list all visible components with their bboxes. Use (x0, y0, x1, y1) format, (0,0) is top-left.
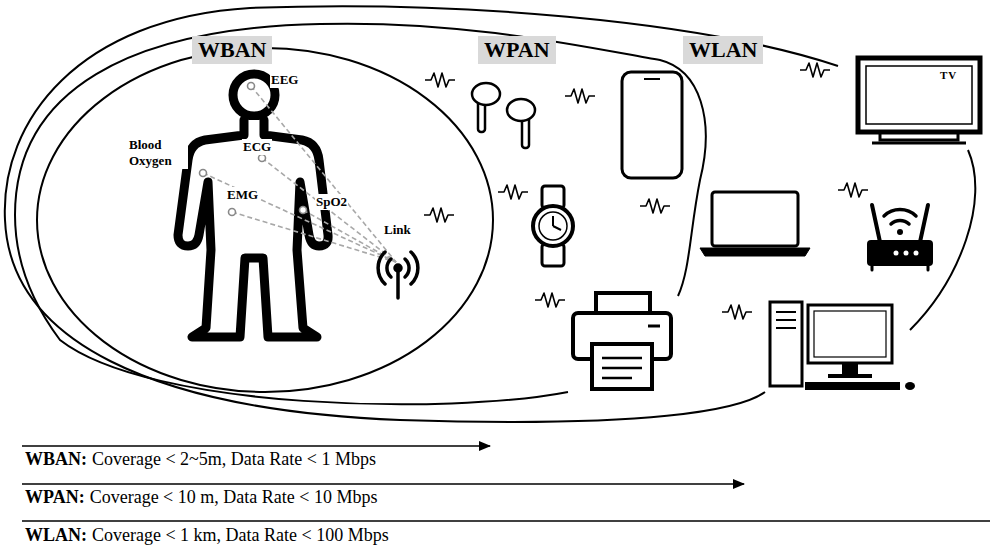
router-icon (867, 205, 933, 270)
sensor-label: ECG (242, 139, 272, 155)
coverage-note: Coverage < 10 m, Data Rate < 10 Mbps (90, 487, 378, 508)
antenna-symbol (378, 252, 418, 298)
sensor-label: SpO2 (315, 194, 348, 210)
network-heading: WPAN (478, 36, 556, 64)
laptop-icon (700, 192, 810, 256)
sensor-label: Blood Oxygen (128, 137, 188, 169)
earbuds-icon (472, 83, 535, 148)
coverage-note: Coverage < 2~5m, Data Rate < 1 Mbps (92, 449, 376, 470)
region-outline (5, 15, 765, 420)
device-label: TV (940, 69, 957, 81)
network-region: WPANWBAN (5, 15, 765, 420)
sensor-dots (200, 83, 307, 216)
human-figure (178, 74, 328, 337)
network-region: WBAN (35, 45, 497, 397)
network-name: WBAN: (25, 449, 87, 470)
network-name: WLAN: (25, 525, 87, 546)
region-outline (35, 45, 497, 397)
network-heading: WLAN (683, 36, 763, 64)
link-label: Link (383, 222, 412, 238)
printer-icon (573, 293, 671, 389)
watch-icon (533, 186, 573, 266)
desktop-icon (770, 302, 915, 390)
phone-icon (622, 72, 682, 178)
sensor-label: EMG (226, 187, 259, 203)
coverage-arrows (22, 446, 990, 521)
region-outline (0, 0, 990, 430)
network-region: WLANWPANWBAN (0, 0, 990, 430)
network-name: WPAN: (25, 487, 85, 508)
tv-icon (858, 58, 980, 143)
coverage-note: Coverage < 1 km, Data Rate < 100 Mbps (92, 525, 389, 546)
sensor-label: EEG (270, 72, 299, 88)
network-heading: WBAN (192, 36, 272, 64)
sensor-links (203, 86, 396, 262)
